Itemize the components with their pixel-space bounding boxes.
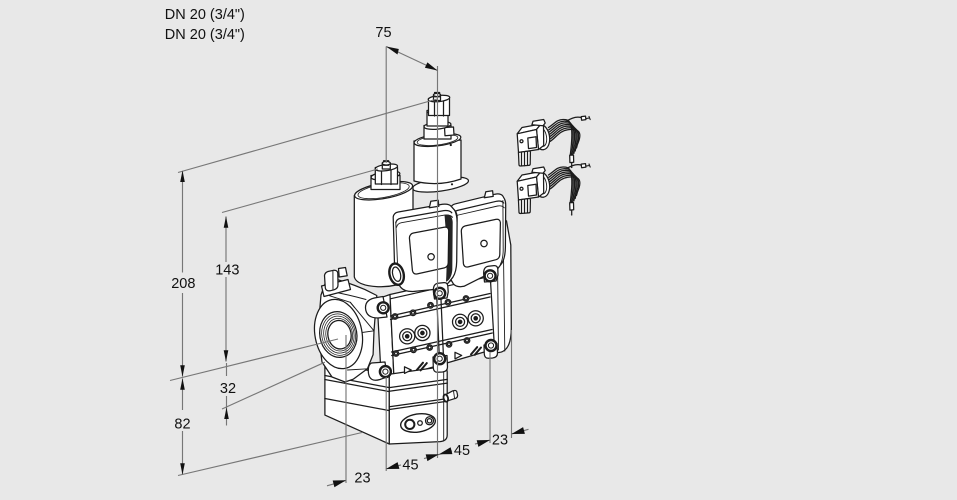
svg-text:45: 45 (402, 457, 418, 473)
svg-text:DN 20 (3/4"): DN 20 (3/4") (165, 27, 245, 43)
svg-text:143: 143 (215, 263, 239, 279)
svg-text:DN 20 (3/4"): DN 20 (3/4") (165, 7, 245, 23)
svg-text:82: 82 (174, 417, 190, 433)
svg-text:23: 23 (354, 471, 370, 487)
svg-text:45: 45 (454, 443, 470, 459)
svg-text:23: 23 (492, 433, 508, 449)
svg-text:75: 75 (375, 25, 391, 41)
svg-text:208: 208 (171, 276, 195, 292)
svg-text:32: 32 (220, 381, 236, 397)
